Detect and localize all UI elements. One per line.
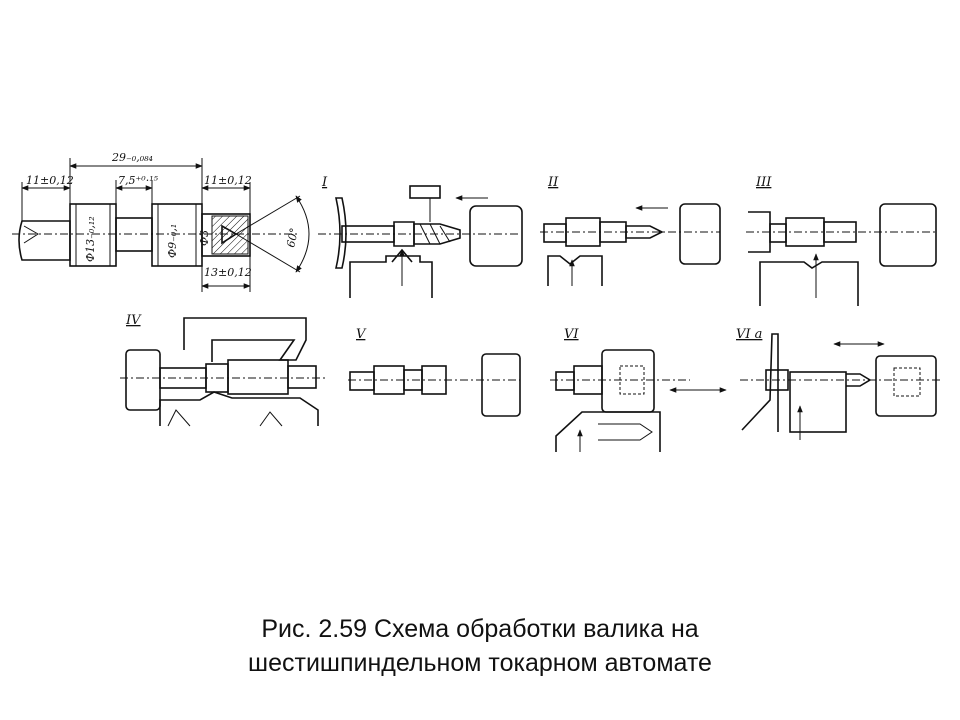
position-2-label: II [547, 175, 559, 190]
shaft-part-drawing: Ф13₋₀,₁₂ Ф9₋₀,₁ Ф3 29₋₀,₀₈₄ 11±0,12 7,5⁺… [12, 151, 310, 292]
figure-caption: Рис. 2.59 Схема обработки валика на шест… [0, 612, 960, 680]
dia-hole-label: Ф3 [198, 230, 211, 246]
position-3: III [746, 175, 937, 306]
caption-line-2: шестишпиндельном токарном автомате [248, 649, 712, 677]
dim-overall-label: 29₋₀,₀₈₄ [111, 151, 153, 164]
position-3-label: III [755, 175, 772, 190]
position-4-label: IV [125, 313, 142, 328]
dia-small-label: Ф9₋₀,₁ [166, 224, 179, 258]
position-5-label: V [356, 327, 367, 342]
dim-bottom-label: 13±0,12 [204, 266, 252, 279]
position-6: VI [550, 327, 727, 452]
dia-large-label: Ф13₋₀,₁₂ [84, 216, 97, 262]
position-4: IV [120, 313, 326, 427]
position-6a: VI а [736, 327, 940, 440]
caption-line-1: Рис. 2.59 Схема обработки валика на [261, 615, 699, 643]
dim-right-label: 11±0,12 [204, 174, 252, 187]
position-1: I [318, 175, 523, 298]
position-6-label: VI [564, 327, 579, 342]
position-1-label: I [321, 175, 328, 190]
dim-left-label: 11±0,12 [26, 174, 74, 187]
position-6a-label: VI а [736, 327, 762, 342]
dim-middle-label: 7,5⁺⁰·¹⁵ [118, 174, 159, 187]
position-2: II [540, 175, 721, 286]
angle-label: 60° [284, 227, 301, 249]
position-5: V [348, 327, 521, 417]
